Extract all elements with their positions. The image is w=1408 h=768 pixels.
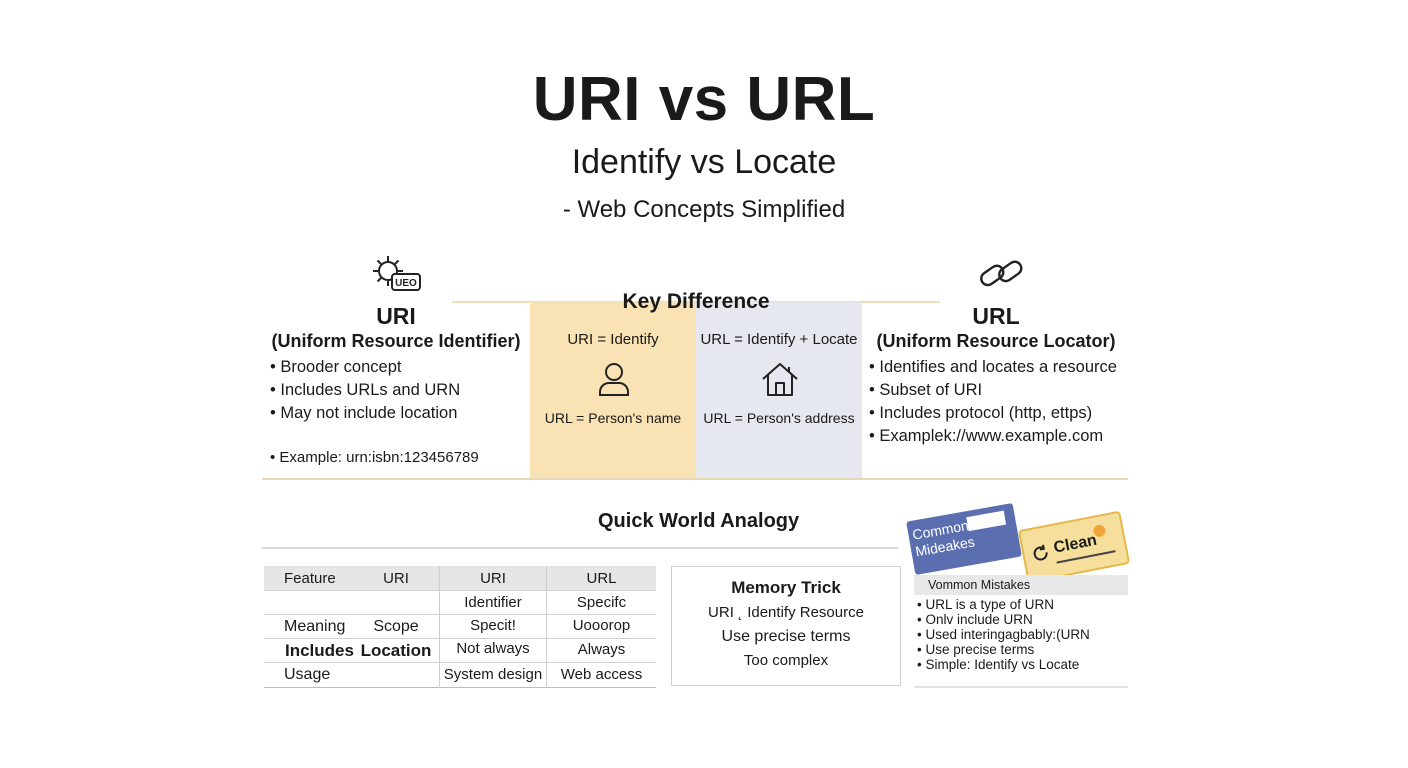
page-subtitle: Identify vs Locate [571, 143, 837, 181]
mistakes-bottom-line [914, 686, 1128, 688]
table-cell: Includes [285, 641, 354, 660]
list-item: Onlv include URN [917, 612, 1090, 627]
table-divider [439, 566, 440, 688]
table-cell: Scope [373, 618, 419, 635]
locate-column [696, 302, 862, 478]
table-cell: Meaning [284, 618, 346, 635]
band-bottom-line [262, 478, 1128, 480]
person-icon [599, 363, 629, 396]
table-cell: Specit! [470, 617, 516, 634]
identify-caption: URL = Person's name [544, 410, 682, 426]
memory-trick-line: Use precise terms [721, 628, 851, 645]
locate-label: URL = Identify + Locate [700, 331, 858, 348]
table-cell: Web access [560, 666, 643, 683]
memory-trick-line: URI ˛ Identify Resource [708, 604, 864, 621]
list-item: Simple: Identify vs Locate [917, 657, 1090, 672]
svg-text:UEO: UEO [395, 278, 417, 289]
gear-tag-icon: UEO [373, 256, 421, 291]
list-item: Identifies and locates a resource [869, 356, 1117, 379]
list-item: Includes protocol (http, ettps) [869, 402, 1117, 425]
table-cell: Always [577, 641, 626, 658]
table-header-cell: URL [586, 570, 617, 587]
table-cell: Identifier [464, 594, 522, 611]
url-points: Identifies and locates a resource Subset… [869, 356, 1117, 448]
table-divider [264, 687, 656, 688]
mistakes-card-label: Common Mideakes [911, 517, 976, 560]
url-title: URL [972, 303, 1020, 329]
identify-column [530, 302, 696, 478]
table-header-cell: URI [383, 570, 409, 587]
list-item: Use precise terms [917, 642, 1090, 657]
house-icon [762, 363, 798, 396]
list-item: May not include location [270, 402, 460, 425]
table-cell: Specifc [576, 594, 627, 611]
memory-trick-title: Memory Trick [731, 578, 841, 597]
list-item: Examplek://www.example.com [869, 425, 1117, 448]
url-full-name: (Uniform Resource Locator) [876, 331, 1116, 351]
table-header-cell: URI [480, 570, 506, 587]
link-icon [980, 260, 1023, 287]
analogy-title: Quick World Analogy [598, 510, 800, 532]
mistakes-title: Vommon Mistakes [928, 578, 1031, 592]
uri-points: Brooder concept Includes URLs and URN Ma… [270, 356, 460, 425]
list-item: Brooder concept [270, 356, 460, 379]
analogy-divider [262, 547, 898, 549]
table-cell: Uooorop [572, 617, 631, 634]
table-divider [264, 590, 656, 591]
key-difference-title: Key Difference [622, 290, 770, 313]
page-title: URI vs URL [532, 65, 876, 134]
clean-card: Clean [1017, 510, 1131, 584]
refresh-icon [1033, 544, 1048, 561]
memory-trick-line: Too complex [743, 652, 829, 669]
uri-title: URI [376, 303, 416, 329]
table-header-cell: Feature [284, 570, 336, 587]
table-cell: Location [360, 641, 432, 660]
table-divider [264, 638, 656, 639]
uri-example: Example: urn:isbn:123456789 [270, 449, 478, 466]
table-cell: System design [443, 666, 543, 683]
mistakes-points: URL is a type of URN Onlv include URN Us… [917, 597, 1090, 672]
table-cell: Usage [284, 666, 331, 683]
uri-full-name: (Uniform Resource Identifier) [271, 331, 521, 351]
list-item: Includes URLs and URN [270, 379, 460, 402]
page-tagline: - Web Concepts Simplified [562, 196, 846, 223]
list-item: Used interingagbably:(URN [917, 627, 1089, 642]
mistakes-header-bar [914, 575, 1128, 595]
table-header-row [264, 566, 656, 590]
memory-trick-box [671, 566, 901, 686]
table-divider [546, 566, 547, 688]
table-cell: Not always [456, 640, 530, 657]
locate-caption: URL = Person's address [703, 410, 855, 426]
table-divider [264, 614, 656, 615]
identify-label: URI = Identify [567, 331, 659, 348]
list-item: Subset of URI [869, 379, 1117, 402]
list-item: URL is a type of URN [917, 597, 1090, 612]
table-divider [264, 662, 656, 663]
